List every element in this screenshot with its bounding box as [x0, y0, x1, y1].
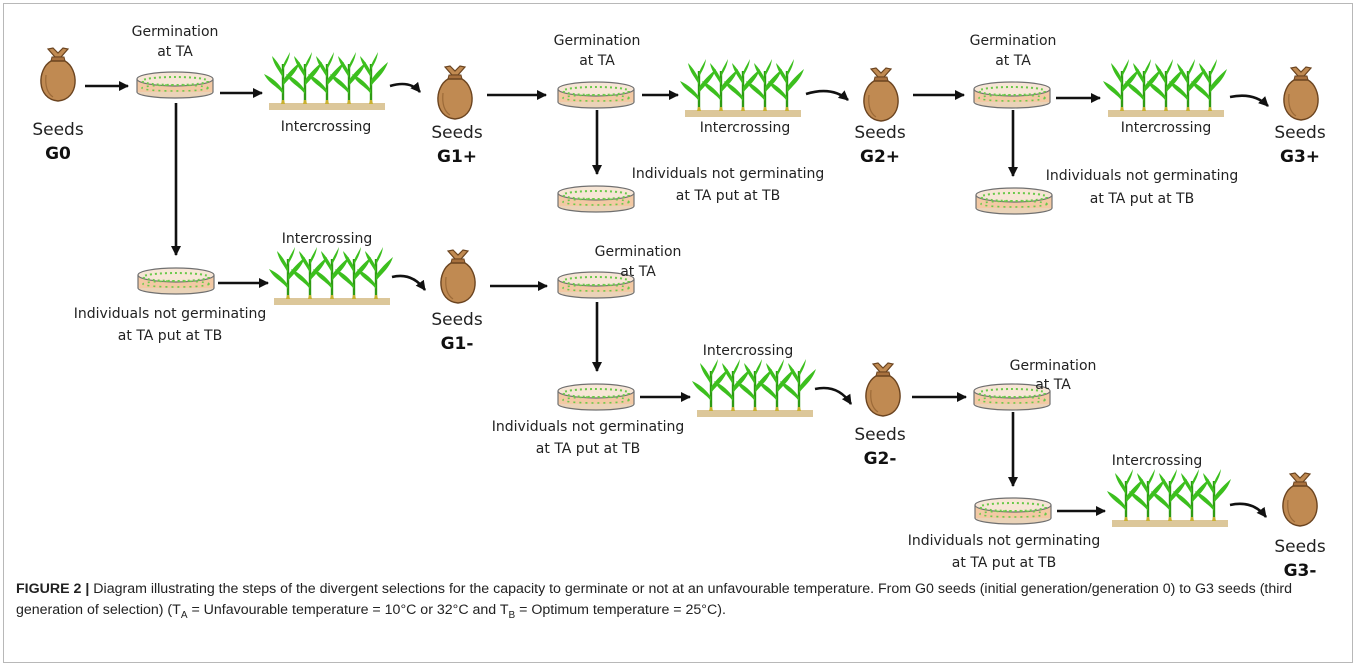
at-ta-label: at TA: [157, 44, 193, 60]
not-germinating-label: at TA put at TB: [676, 188, 780, 204]
not-germinating-label: Individuals not germinating: [1046, 168, 1238, 184]
intercrossing-label: Intercrossing: [1121, 120, 1212, 136]
seed-bag-icon-g3m: [1282, 472, 1318, 527]
germination-label: Germination: [132, 24, 219, 40]
at-ta-label: at TA: [579, 53, 615, 69]
petri-dish-icon-1: [136, 71, 214, 99]
at-ta-label: at TA: [995, 53, 1031, 69]
not-germinating-label: at TA put at TB: [536, 441, 640, 457]
not-germinating-label: at TA put at TB: [952, 555, 1056, 571]
at-ta-label: at TA: [1035, 377, 1071, 393]
not-germinating-label: at TA put at TB: [1090, 191, 1194, 207]
arrow: [391, 274, 427, 291]
seeds-label: Seeds: [431, 310, 483, 330]
seeds-label: Seeds: [1274, 537, 1326, 557]
seed-bag-icon-g0: [40, 47, 76, 102]
seed-bag-icon-g2m: [865, 362, 901, 417]
at-ta-label: at TA: [620, 264, 656, 280]
plants-icon-5: [692, 359, 816, 417]
arrow: [814, 386, 853, 405]
intercrossing-label: Intercrossing: [700, 120, 791, 136]
intercrossing-label: Intercrossing: [282, 231, 373, 247]
plants-icon-4: [269, 247, 393, 305]
petri-dish-icon-8: [557, 383, 635, 411]
plants-icon-6: [1107, 469, 1231, 527]
petri-dish-icon-6: [137, 267, 215, 295]
caption-line-2b: = Unfavourable temperature = 10°C or 32°…: [187, 602, 509, 618]
plants-icon-1: [264, 52, 388, 110]
petri-dish-icon-10: [974, 497, 1052, 525]
germination-label: Germination: [970, 33, 1057, 49]
generation-label: G2+: [860, 147, 900, 167]
seeds-label: Seeds: [854, 425, 906, 445]
seeds-label: Seeds: [32, 120, 84, 140]
generation-label: G2-: [864, 449, 897, 469]
generation-label: G0: [45, 144, 71, 164]
intercrossing-label: Intercrossing: [1112, 453, 1203, 469]
petri-dish-icon-4: [557, 185, 635, 213]
germination-label: Germination: [595, 244, 682, 260]
figure-caption: FIGURE 2 | Diagram illustrating the step…: [16, 579, 1342, 626]
arrow: [389, 81, 421, 93]
not-germinating-label: at TA put at TB: [118, 328, 222, 344]
subscript-a: A: [180, 609, 188, 621]
labels: Germination at TA Intercrossing Seeds G0…: [32, 24, 1326, 581]
plants-icon-2: [680, 59, 804, 117]
seed-bag-icon-g1p: [437, 65, 473, 120]
not-germinating-label: Individuals not germinating: [492, 419, 684, 435]
petri-dish-icon-5: [975, 187, 1053, 215]
seed-bag-icon-g3p: [1283, 66, 1319, 121]
not-germinating-label: Individuals not germinating: [908, 533, 1100, 549]
generation-label: G1+: [437, 147, 477, 167]
arrow: [1229, 502, 1268, 518]
plants-icon-3: [1103, 59, 1227, 117]
figure-frame: [3, 3, 1353, 663]
seeds-label: Seeds: [854, 123, 906, 143]
generation-label: G1-: [441, 334, 474, 354]
petri-dish-icon-2: [557, 81, 635, 109]
arrow: [1229, 94, 1269, 107]
arrow: [805, 89, 849, 102]
germination-label: Germination: [554, 33, 641, 49]
intercrossing-label: Intercrossing: [703, 343, 794, 359]
caption-line-1: Diagram illustrating the steps of the di…: [93, 581, 1017, 597]
figure-label: FIGURE 2 |: [16, 581, 90, 597]
seed-bag-icon-g2p: [863, 67, 899, 122]
seeds-label: Seeds: [431, 123, 483, 143]
selection-diagram: Germination at TA Intercrossing Seeds G0…: [32, 24, 1326, 581]
seed-bag-icon-g1m: [440, 249, 476, 304]
caption-line-2c: = Optimum temperature = 25°C).: [515, 602, 726, 618]
not-germinating-label: Individuals not germinating: [632, 166, 824, 182]
arrows: [85, 81, 1269, 518]
generation-label: G3+: [1280, 147, 1320, 167]
subscript-b: B: [508, 609, 516, 621]
generation-label: G3-: [1284, 561, 1317, 581]
germination-label: Germination: [1010, 358, 1097, 374]
seeds-label: Seeds: [1274, 123, 1326, 143]
intercrossing-label: Intercrossing: [281, 119, 372, 135]
not-germinating-label: Individuals not germinating: [74, 306, 266, 322]
caption-line-2a: generation/generation 0) to G3 seeds (th…: [16, 581, 1293, 618]
petri-dish-icon-3: [973, 81, 1051, 109]
